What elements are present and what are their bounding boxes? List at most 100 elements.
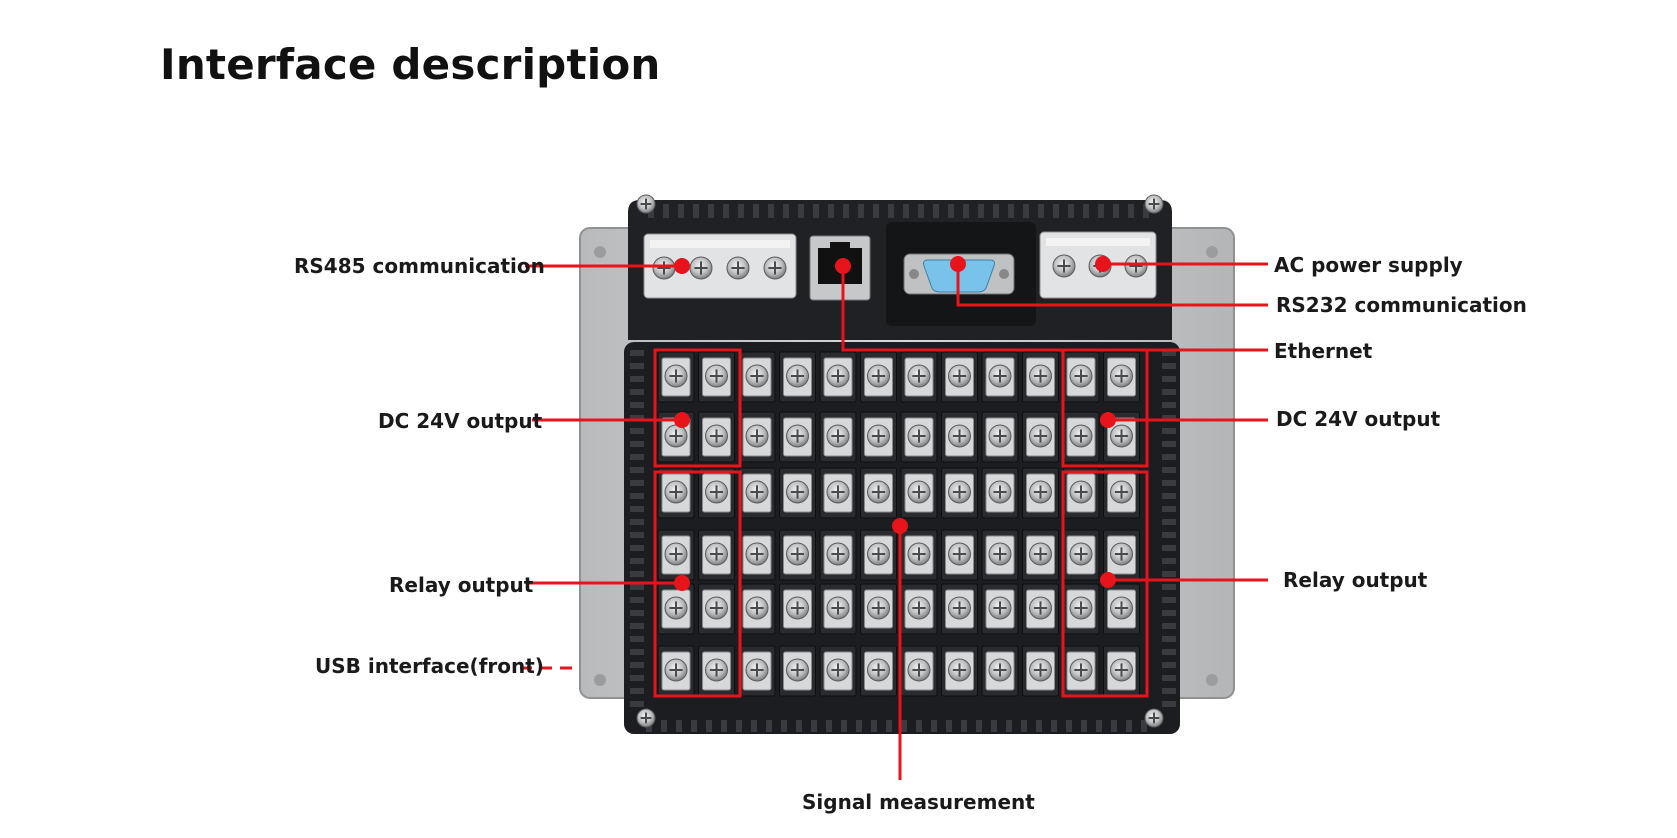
terminal-screw <box>948 364 971 388</box>
vent-slot <box>843 204 849 218</box>
terminal-cell <box>779 529 816 581</box>
terminal-cell <box>981 645 1019 697</box>
vent-slot <box>1162 402 1176 408</box>
vent-slot <box>691 720 697 732</box>
panel-hole-bottom-right <box>1206 674 1218 686</box>
terminal-screw <box>745 424 769 448</box>
terminal-cell <box>981 351 1019 403</box>
terminal-cell <box>1022 645 1059 697</box>
vent-slot <box>1162 350 1176 356</box>
vent-slot <box>1162 636 1176 642</box>
vent-slot <box>886 720 892 732</box>
terminal-screw <box>726 256 750 280</box>
terminal-screw <box>1110 596 1133 620</box>
terminal-screw <box>786 658 809 682</box>
vent-slot <box>783 204 789 218</box>
terminal-screw <box>705 596 728 620</box>
ac-dot <box>1095 256 1111 272</box>
vent-slot <box>721 720 727 732</box>
terminal-screw <box>1110 364 1133 388</box>
terminal-cell <box>698 645 735 697</box>
vent-slot <box>678 204 684 218</box>
terminal-cell <box>860 645 897 697</box>
vent-slot <box>1162 688 1176 694</box>
panel-hole-top-right <box>1206 246 1218 258</box>
terminal-screw <box>745 364 769 388</box>
terminal-cell <box>860 411 897 463</box>
label-relay-left: Relay output <box>389 573 534 597</box>
terminal-screw <box>907 542 931 566</box>
vent-slot <box>630 584 644 590</box>
terminal-screw <box>1069 542 1093 566</box>
vent-slot <box>1066 720 1072 732</box>
terminal-screw <box>907 480 931 504</box>
vent-slot <box>916 720 922 732</box>
terminal-cell <box>698 411 735 463</box>
terminal-cell <box>1062 351 1100 403</box>
terminal-screw <box>948 424 971 448</box>
terminal-cell <box>1022 467 1059 519</box>
housing-screw <box>1144 194 1164 214</box>
terminal-cell <box>1103 529 1140 581</box>
terminal-screw <box>867 480 890 504</box>
vent-slot <box>630 688 644 694</box>
terminal-screw <box>988 658 1012 682</box>
rs485-screws <box>652 256 787 280</box>
vent-slot <box>1162 701 1176 707</box>
terminal-screw <box>1110 542 1133 566</box>
vent-slot <box>901 720 907 732</box>
vent-slot <box>1162 584 1176 590</box>
terminal-screw <box>1069 596 1093 620</box>
terminal-screw <box>907 364 931 388</box>
terminal-screw <box>826 658 850 682</box>
vent-slot <box>1162 545 1176 551</box>
vent-slot <box>1128 204 1134 218</box>
vent-slot <box>766 720 772 732</box>
vent-slot <box>1111 720 1117 732</box>
terminal-screw <box>745 658 769 682</box>
ethernet-dot <box>835 258 851 274</box>
terminal-cell <box>1062 411 1100 463</box>
terminal-cell <box>900 645 938 697</box>
terminal-screw <box>705 542 728 566</box>
terminal-cell <box>941 645 978 697</box>
label-dc24-left: DC 24V output <box>378 409 543 433</box>
terminal-cell <box>941 467 978 519</box>
terminal-screw <box>1124 254 1148 278</box>
vent-slot <box>963 204 969 218</box>
vent-slot <box>630 558 644 564</box>
terminal-cell <box>981 529 1019 581</box>
terminal-cell <box>981 467 1019 519</box>
vent-slot <box>811 720 817 732</box>
terminal-screw <box>867 658 890 682</box>
terminal-screw <box>988 424 1012 448</box>
terminal-cell <box>1062 467 1100 519</box>
vent-slot <box>738 204 744 218</box>
vent-slot <box>1162 623 1176 629</box>
terminal-cell <box>819 529 857 581</box>
vent-slot <box>946 720 952 732</box>
terminal-cell <box>900 351 938 403</box>
vent-slot <box>1098 204 1104 218</box>
terminal-cell <box>779 351 816 403</box>
callout-dots <box>674 256 1116 591</box>
ethernet-leader <box>841 266 1268 352</box>
vent-slot <box>991 720 997 732</box>
vent-slot <box>888 204 894 218</box>
panel-hole-top-left <box>594 246 606 258</box>
terminal-screw <box>745 480 769 504</box>
vent-slot <box>630 597 644 603</box>
terminal-cell <box>657 351 695 403</box>
terminal-cell <box>1022 411 1059 463</box>
vent-slot <box>796 720 802 732</box>
terminal-cell <box>698 351 735 403</box>
vent-slot <box>813 204 819 218</box>
terminal-screw <box>948 596 971 620</box>
vent-slot <box>948 204 954 218</box>
terminal-screw <box>664 480 688 504</box>
vent-slot <box>630 428 644 434</box>
terminal-screw <box>705 480 728 504</box>
vent-slot <box>1162 480 1176 486</box>
terminal-screw <box>1029 480 1052 504</box>
vent-slot <box>630 623 644 629</box>
